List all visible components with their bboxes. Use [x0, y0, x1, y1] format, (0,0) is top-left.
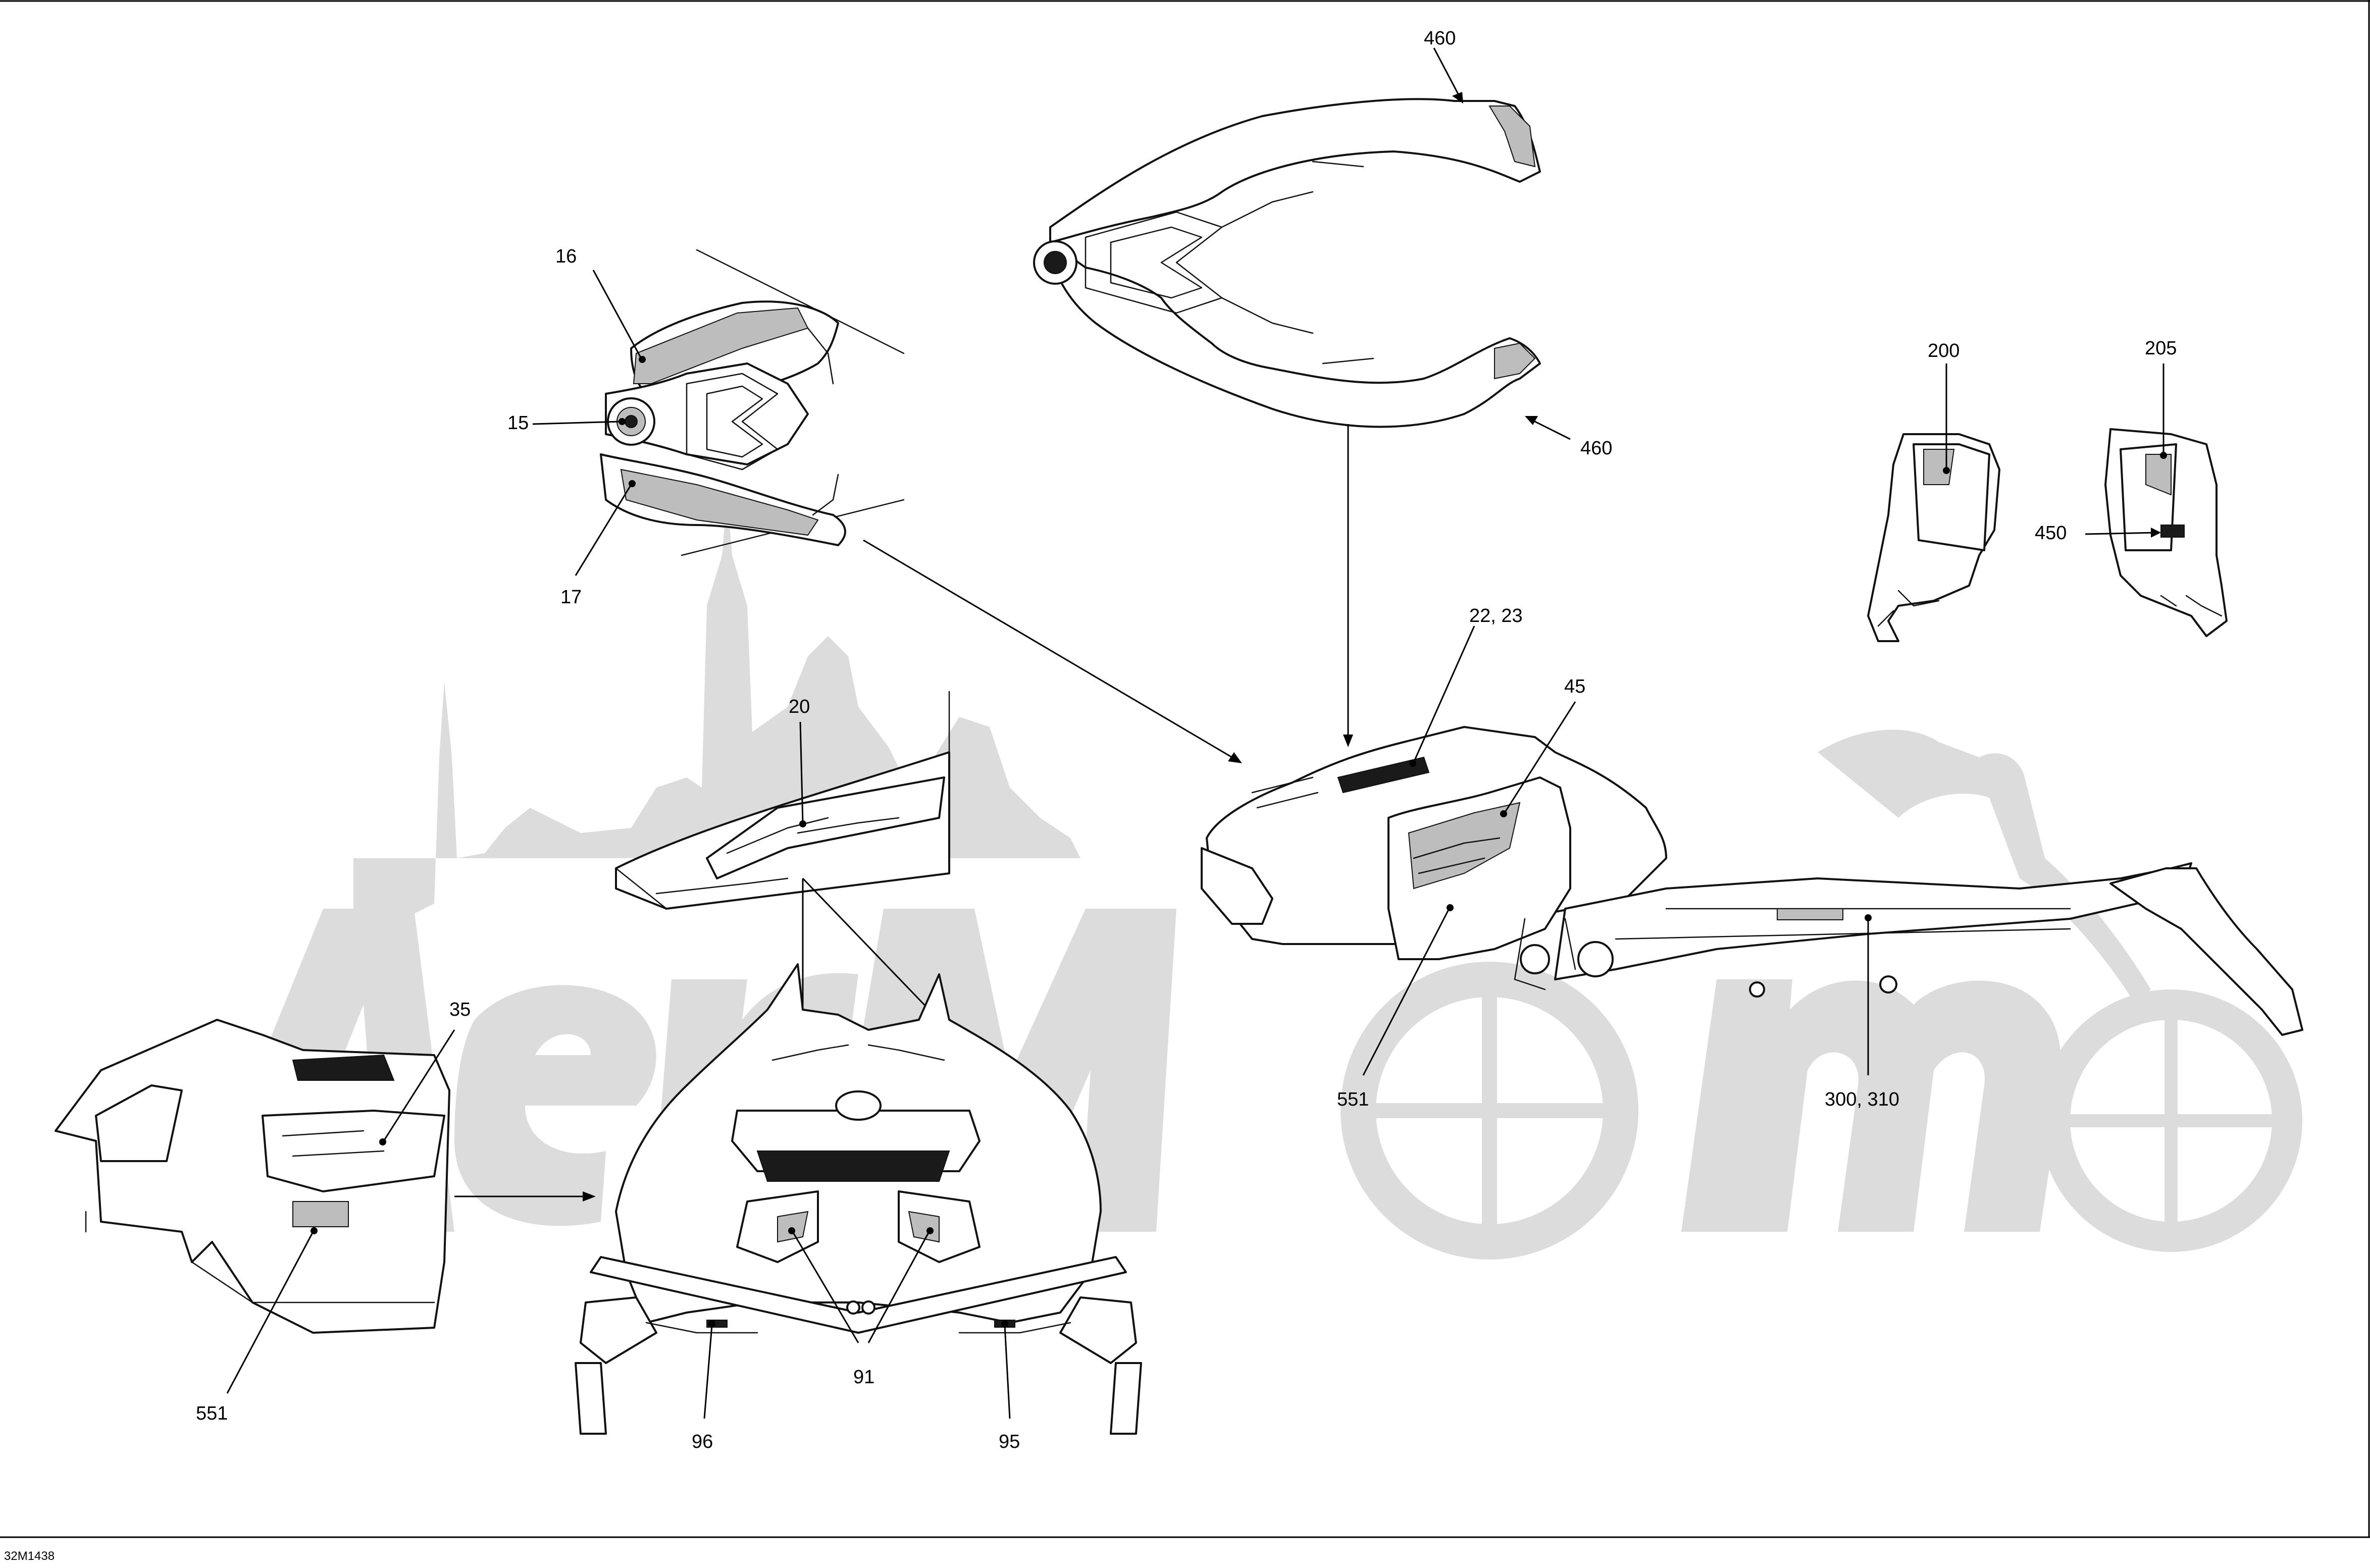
decal-91-right [908, 1211, 940, 1243]
leader-460-top [1433, 47, 1460, 96]
callout-22-23: 22, 23 [1469, 605, 1523, 626]
callout-460-right: 460 [1580, 438, 1612, 459]
callout-460-top: 460 [1424, 28, 1456, 49]
side-panel-205 [2104, 428, 2228, 637]
side-vent [292, 1054, 395, 1081]
watermark-motorcycle-frame [1818, 729, 2151, 1005]
callout-labels: 460 460 16 15 17 200 205 450 22, 23 45 2… [196, 28, 2177, 1452]
callout-200: 200 [1928, 340, 1960, 361]
callout-96: 96 [692, 1431, 713, 1452]
drawing-reference: 32M1438 [4, 1549, 55, 1563]
leader-551-panel [226, 1231, 314, 1394]
leader-551-side [1362, 908, 1450, 1076]
callout-91: 91 [853, 1367, 874, 1388]
callout-35: 35 [449, 999, 471, 1020]
leader-20 [799, 721, 804, 823]
hood-top-view [1033, 98, 1541, 428]
leader-16 [592, 270, 642, 359]
callout-20: 20 [789, 696, 810, 717]
callout-551-side: 551 [1337, 1089, 1369, 1110]
leader-91-right [867, 1231, 930, 1343]
leader-95 [1004, 1325, 1011, 1419]
decal-450 [2160, 525, 2185, 538]
decal-551-panel [292, 1201, 349, 1227]
watermark-letter-2 [454, 985, 656, 1226]
leader-45 [1504, 701, 1576, 813]
leader-22-23 [1413, 625, 1475, 763]
arrow-console-to-side [863, 539, 1232, 758]
callout-551-panel: 551 [196, 1403, 228, 1424]
decal-16-pattern [633, 307, 809, 384]
snowmobile-side-view [1201, 726, 2303, 1036]
watermark-spokes [1358, 979, 2287, 1242]
watermark-letter-6 [1681, 979, 2062, 1232]
callout-15: 15 [507, 412, 529, 434]
leader-35 [383, 1029, 455, 1141]
windshield-decal-detail [615, 691, 950, 910]
decal-45 [1408, 802, 1521, 890]
callout-45: 45 [1564, 676, 1585, 697]
side-panel-left [55, 1019, 450, 1334]
decal-22-23 [1337, 756, 1430, 794]
leader-17 [575, 484, 632, 576]
decal-17-pattern [620, 468, 819, 536]
decal-300-310 [1777, 908, 1843, 920]
callout-95: 95 [999, 1431, 1020, 1452]
decal-91-left [777, 1211, 809, 1243]
callout-300-310: 300, 310 [1825, 1089, 1899, 1110]
callout-16: 16 [555, 246, 577, 267]
leader-15 [532, 421, 622, 425]
decal-35 [262, 1110, 445, 1192]
callout-205: 205 [2145, 338, 2177, 359]
front-grille [756, 1151, 950, 1182]
console-top-view [600, 249, 905, 556]
leader-450 [2085, 532, 2157, 535]
callout-450: 450 [2035, 522, 2067, 544]
snowmobile-front-view [575, 963, 1142, 1435]
callout-17: 17 [560, 587, 582, 608]
leader-96 [703, 1325, 713, 1419]
leader-91-left [792, 1231, 859, 1343]
side-panel-200 [1867, 433, 2000, 642]
leader-20-right [802, 877, 930, 1011]
leader-460-right [1529, 418, 1571, 440]
